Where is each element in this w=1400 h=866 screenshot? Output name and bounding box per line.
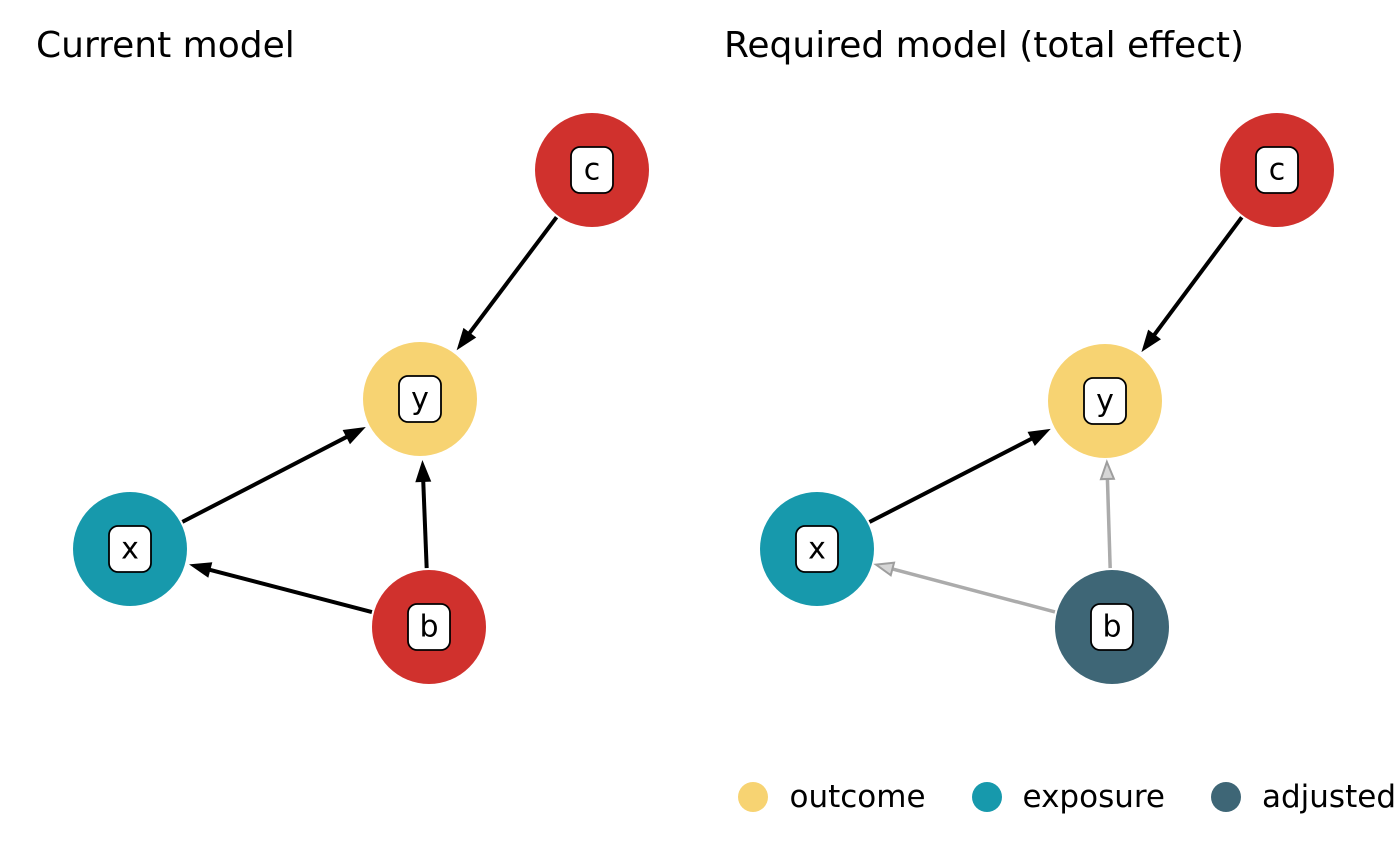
node-label-box-c-current (570, 146, 614, 194)
edge-current-c-to-y (467, 215, 559, 336)
node-label-b-current: b (419, 610, 438, 645)
arrowhead-icon-required-c-to-y (1141, 329, 1161, 353)
edge-current-b-to-x (207, 567, 373, 615)
node-label-c-current: c (584, 153, 601, 188)
legend-label-exposure: exposure (1022, 779, 1165, 815)
edge-required-b-to-y (1105, 476, 1112, 569)
node-label-c-required: c (1269, 153, 1286, 188)
arrowhead-icon-current-b-to-x (189, 562, 213, 578)
panel-title-current: Current model (36, 25, 295, 66)
node-label-y-required: y (1096, 384, 1114, 419)
node-label-x-required: x (808, 532, 826, 567)
arrowhead-icon-required-x-to-y (1027, 428, 1051, 447)
edge-required-x-to-y (868, 436, 1034, 524)
legend-label-adjusted: adjusted (1262, 779, 1396, 815)
legend: outcome exposure adjusted (738, 779, 1396, 815)
arrowhead-icon-required-b-to-y (1099, 459, 1116, 481)
edge-current-x-to-y (181, 434, 349, 524)
node-label-box-b-required (1090, 603, 1134, 651)
node-label-y-current: y (411, 382, 429, 417)
legend-dot-outcome-icon (738, 782, 769, 812)
node-label-x-current: x (121, 532, 139, 567)
edge-required-c-to-y (1151, 216, 1244, 338)
node-label-box-x-required (795, 525, 839, 573)
legend-dot-adjusted-icon (1211, 782, 1241, 812)
legend-dot-exposure-icon (971, 782, 1002, 812)
node-label-b-required: b (1102, 610, 1121, 645)
arrowhead-icon-current-x-to-y (342, 427, 366, 445)
node-label-box-x-current (108, 525, 152, 573)
legend-label-outcome: outcome (789, 779, 926, 815)
legend-item-adjusted: adjusted (1211, 779, 1396, 815)
panel-title-required: Required model (total effect) (724, 25, 1245, 66)
node-label-box-b-current (407, 603, 451, 651)
legend-item-outcome: outcome (738, 779, 926, 815)
edge-current-b-to-y (421, 479, 429, 569)
arrowhead-icon-required-b-to-x (873, 561, 896, 577)
legend-item-exposure: exposure (971, 779, 1165, 815)
node-label-box-c-required (1255, 146, 1299, 194)
edge-required-b-to-x (890, 566, 1056, 614)
arrowhead-icon-current-c-to-y (456, 327, 477, 351)
node-label-box-y-required (1083, 377, 1127, 425)
node-label-box-y-current (398, 375, 442, 423)
arrowhead-icon-current-b-to-y (415, 459, 432, 483)
